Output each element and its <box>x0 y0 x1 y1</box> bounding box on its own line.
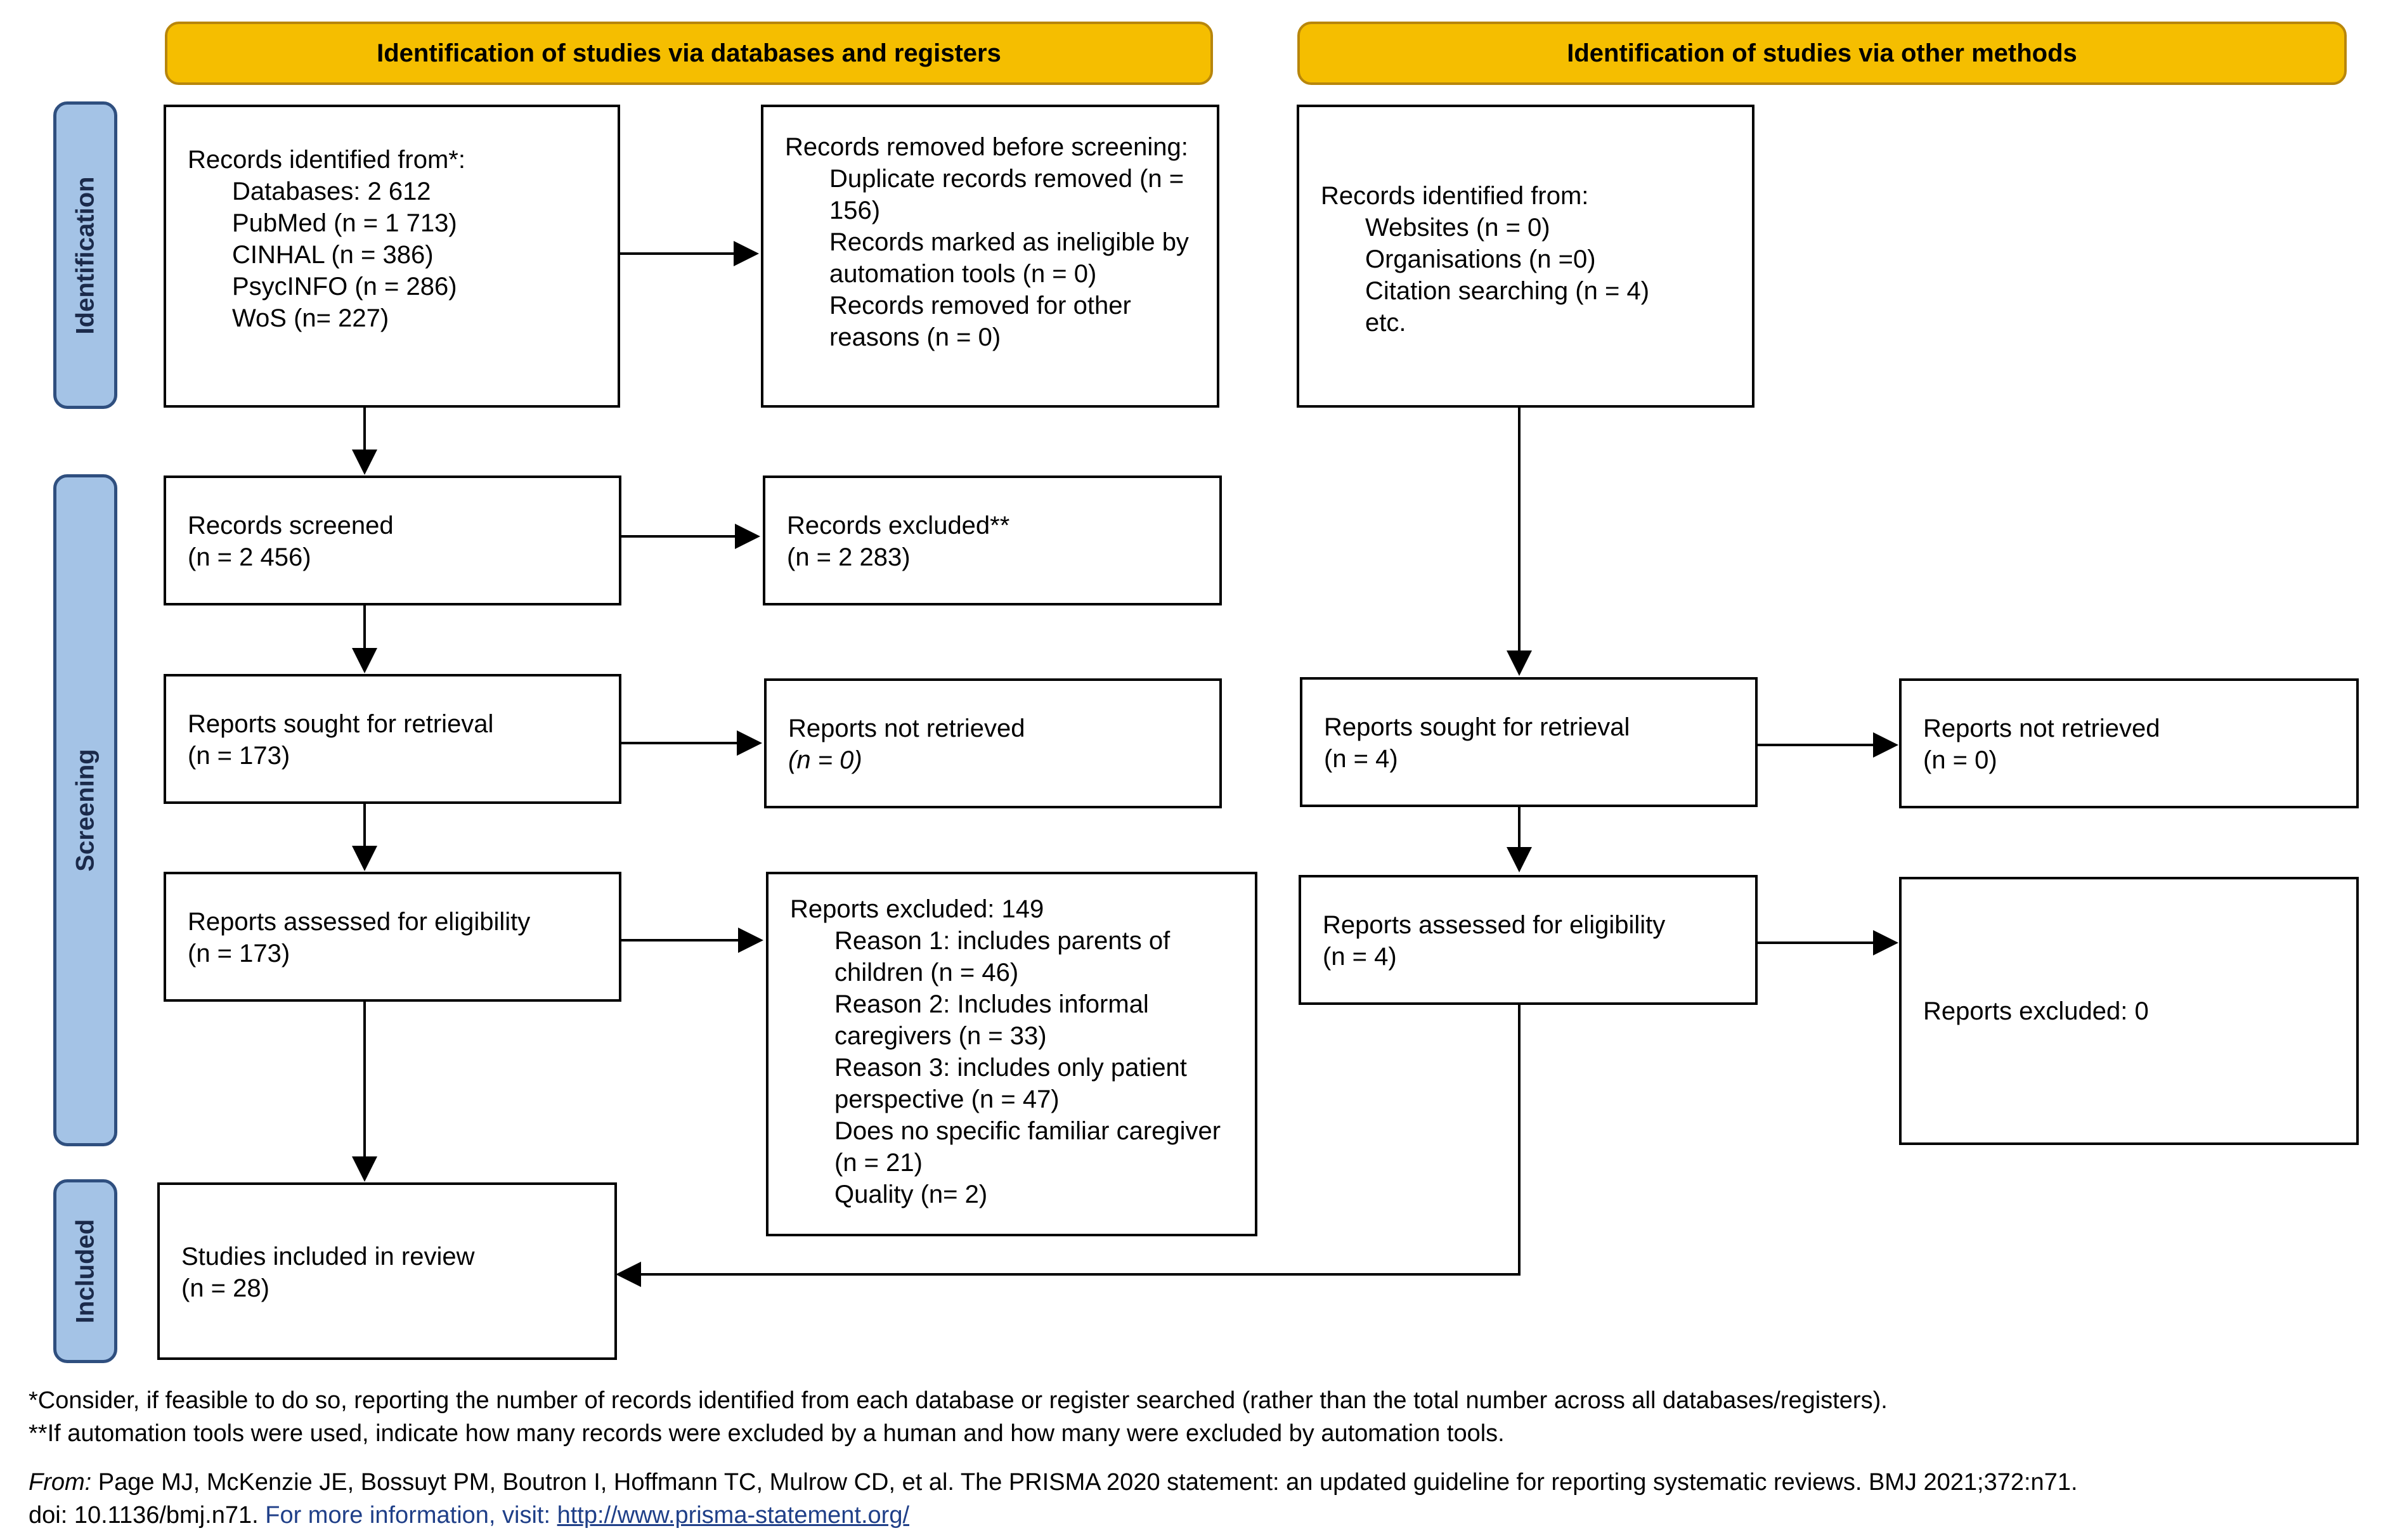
removed-other-reasons: Records removed for other reasons (n = 0… <box>829 292 1131 351</box>
box-reports-assessed: Reports assessed for eligibility (n = 17… <box>164 872 621 1002</box>
more-info-text: For more information, visit: <box>265 1502 551 1529</box>
other-not-retrieved-n: (n = 0) <box>1923 746 1997 774</box>
pubmed-count: PubMed (n = 1 713) <box>232 209 457 237</box>
wos-count: WoS (n= 227) <box>232 304 389 332</box>
organisations-count: Organisations (n =0) <box>1365 245 1596 273</box>
box-records-screened: Records screened (n = 2 456) <box>164 476 621 605</box>
reason-3: Reason 3: includes only patient perspect… <box>834 1054 1187 1113</box>
footnote-1: *Consider, if feasible to do so, reporti… <box>29 1387 1888 1414</box>
doi-line: doi: 10.1136/bmj.n71. For more informati… <box>29 1499 909 1532</box>
citation-searching-count: Citation searching (n = 4) <box>1365 277 1650 305</box>
header-databases: Identification of studies via databases … <box>165 22 1213 85</box>
reports-not-retrieved-n: (n = 0) <box>788 746 862 774</box>
other-not-retrieved-title: Reports not retrieved <box>1923 715 2160 742</box>
arrow-other-assessed-to-included <box>616 1002 1521 1287</box>
box-studies-included: Studies included in review (n = 28) <box>157 1182 617 1360</box>
box-other-reports-sought: Reports sought for retrieval (n = 4) <box>1300 677 1758 807</box>
records-identified-title: Records identified from*: <box>188 146 465 174</box>
phase-included: Included <box>53 1179 117 1363</box>
records-removed-title: Records removed before screening: <box>785 133 1188 161</box>
citation-line: From: Page MJ, McKenzie JE, Bossuyt PM, … <box>29 1466 2078 1499</box>
phase-screening-label: Screening <box>71 749 99 872</box>
citation-text: Page MJ, McKenzie JE, Bossuyt PM, Boutro… <box>98 1469 2078 1496</box>
doi-text: doi: 10.1136/bmj.n71. <box>29 1502 259 1529</box>
databases-count: Databases: 2 612 <box>232 178 431 205</box>
prisma-link[interactable]: http://www.prisma-statement.org/ <box>557 1502 910 1529</box>
header-other-label: Identification of studies via other meth… <box>1567 39 2077 67</box>
box-reports-not-retrieved: Reports not retrieved (n = 0) <box>764 678 1222 808</box>
footnote-2: **If automation tools were used, indicat… <box>29 1420 1505 1447</box>
from-label: From: <box>29 1469 92 1496</box>
box-reports-excluded: Reports excluded: 149 Reason 1: includes… <box>766 872 1257 1236</box>
records-excluded-title: Records excluded** <box>787 512 1010 540</box>
box-other-reports-not-retrieved: Reports not retrieved (n = 0) <box>1899 678 2359 808</box>
box-records-excluded: Records excluded** (n = 2 283) <box>763 476 1222 605</box>
other-assessed-n: (n = 4) <box>1323 943 1397 971</box>
phase-included-label: Included <box>71 1219 99 1324</box>
other-etc: etc. <box>1365 309 1406 337</box>
duplicates-removed: Duplicate records removed (n = 156) <box>829 165 1184 224</box>
box-other-reports-assessed: Reports assessed for eligibility (n = 4) <box>1299 875 1758 1005</box>
psycinfo-count: PsycINFO (n = 286) <box>232 273 457 301</box>
records-excluded-n: (n = 2 283) <box>787 543 911 571</box>
other-assessed-title: Reports assessed for eligibility <box>1323 911 1666 939</box>
other-reports-excluded-title: Reports excluded: 0 <box>1923 997 2149 1025</box>
ineligible-automation: Records marked as ineligible by automati… <box>829 228 1189 288</box>
box-records-identified: Records identified from*: Databases: 2 6… <box>164 105 620 408</box>
box-records-removed: Records removed before screening: Duplic… <box>761 105 1219 408</box>
other-identified-title: Records identified from: <box>1321 182 1589 210</box>
reports-sought-title: Reports sought for retrieval <box>188 710 494 738</box>
studies-included-title: Studies included in review <box>181 1243 475 1271</box>
reason-1: Reason 1: includes parents of children (… <box>834 927 1171 987</box>
cinhal-count: CINHAL (n = 386) <box>232 241 434 269</box>
reports-excluded-title: Reports excluded: 149 <box>790 895 1044 923</box>
websites-count: Websites (n = 0) <box>1365 214 1550 242</box>
header-databases-label: Identification of studies via databases … <box>377 39 1001 67</box>
reports-assessed-n: (n = 173) <box>188 940 290 967</box>
reason-5: Quality (n= 2) <box>834 1181 988 1208</box>
studies-included-n: (n = 28) <box>181 1274 269 1302</box>
phase-screening: Screening <box>53 474 117 1146</box>
reason-2: Reason 2: Includes informal caregivers (… <box>834 990 1149 1050</box>
records-screened-n: (n = 2 456) <box>188 543 311 571</box>
box-other-reports-excluded: Reports excluded: 0 <box>1899 877 2359 1145</box>
reports-assessed-title: Reports assessed for eligibility <box>188 908 531 936</box>
reports-sought-n: (n = 173) <box>188 742 290 770</box>
reason-4: Does no specific familiar caregiver (n =… <box>834 1117 1221 1177</box>
header-other-methods: Identification of studies via other meth… <box>1297 22 2347 85</box>
box-other-identified: Records identified from: Websites (n = 0… <box>1297 105 1754 408</box>
box-reports-sought: Reports sought for retrieval (n = 173) <box>164 674 621 804</box>
other-reports-sought-title: Reports sought for retrieval <box>1324 713 1630 741</box>
other-reports-sought-n: (n = 4) <box>1324 745 1398 773</box>
reports-not-retrieved-title: Reports not retrieved <box>788 715 1025 742</box>
phase-identification: Identification <box>53 101 117 409</box>
records-screened-title: Records screened <box>188 512 394 540</box>
phase-identification-label: Identification <box>71 176 99 334</box>
